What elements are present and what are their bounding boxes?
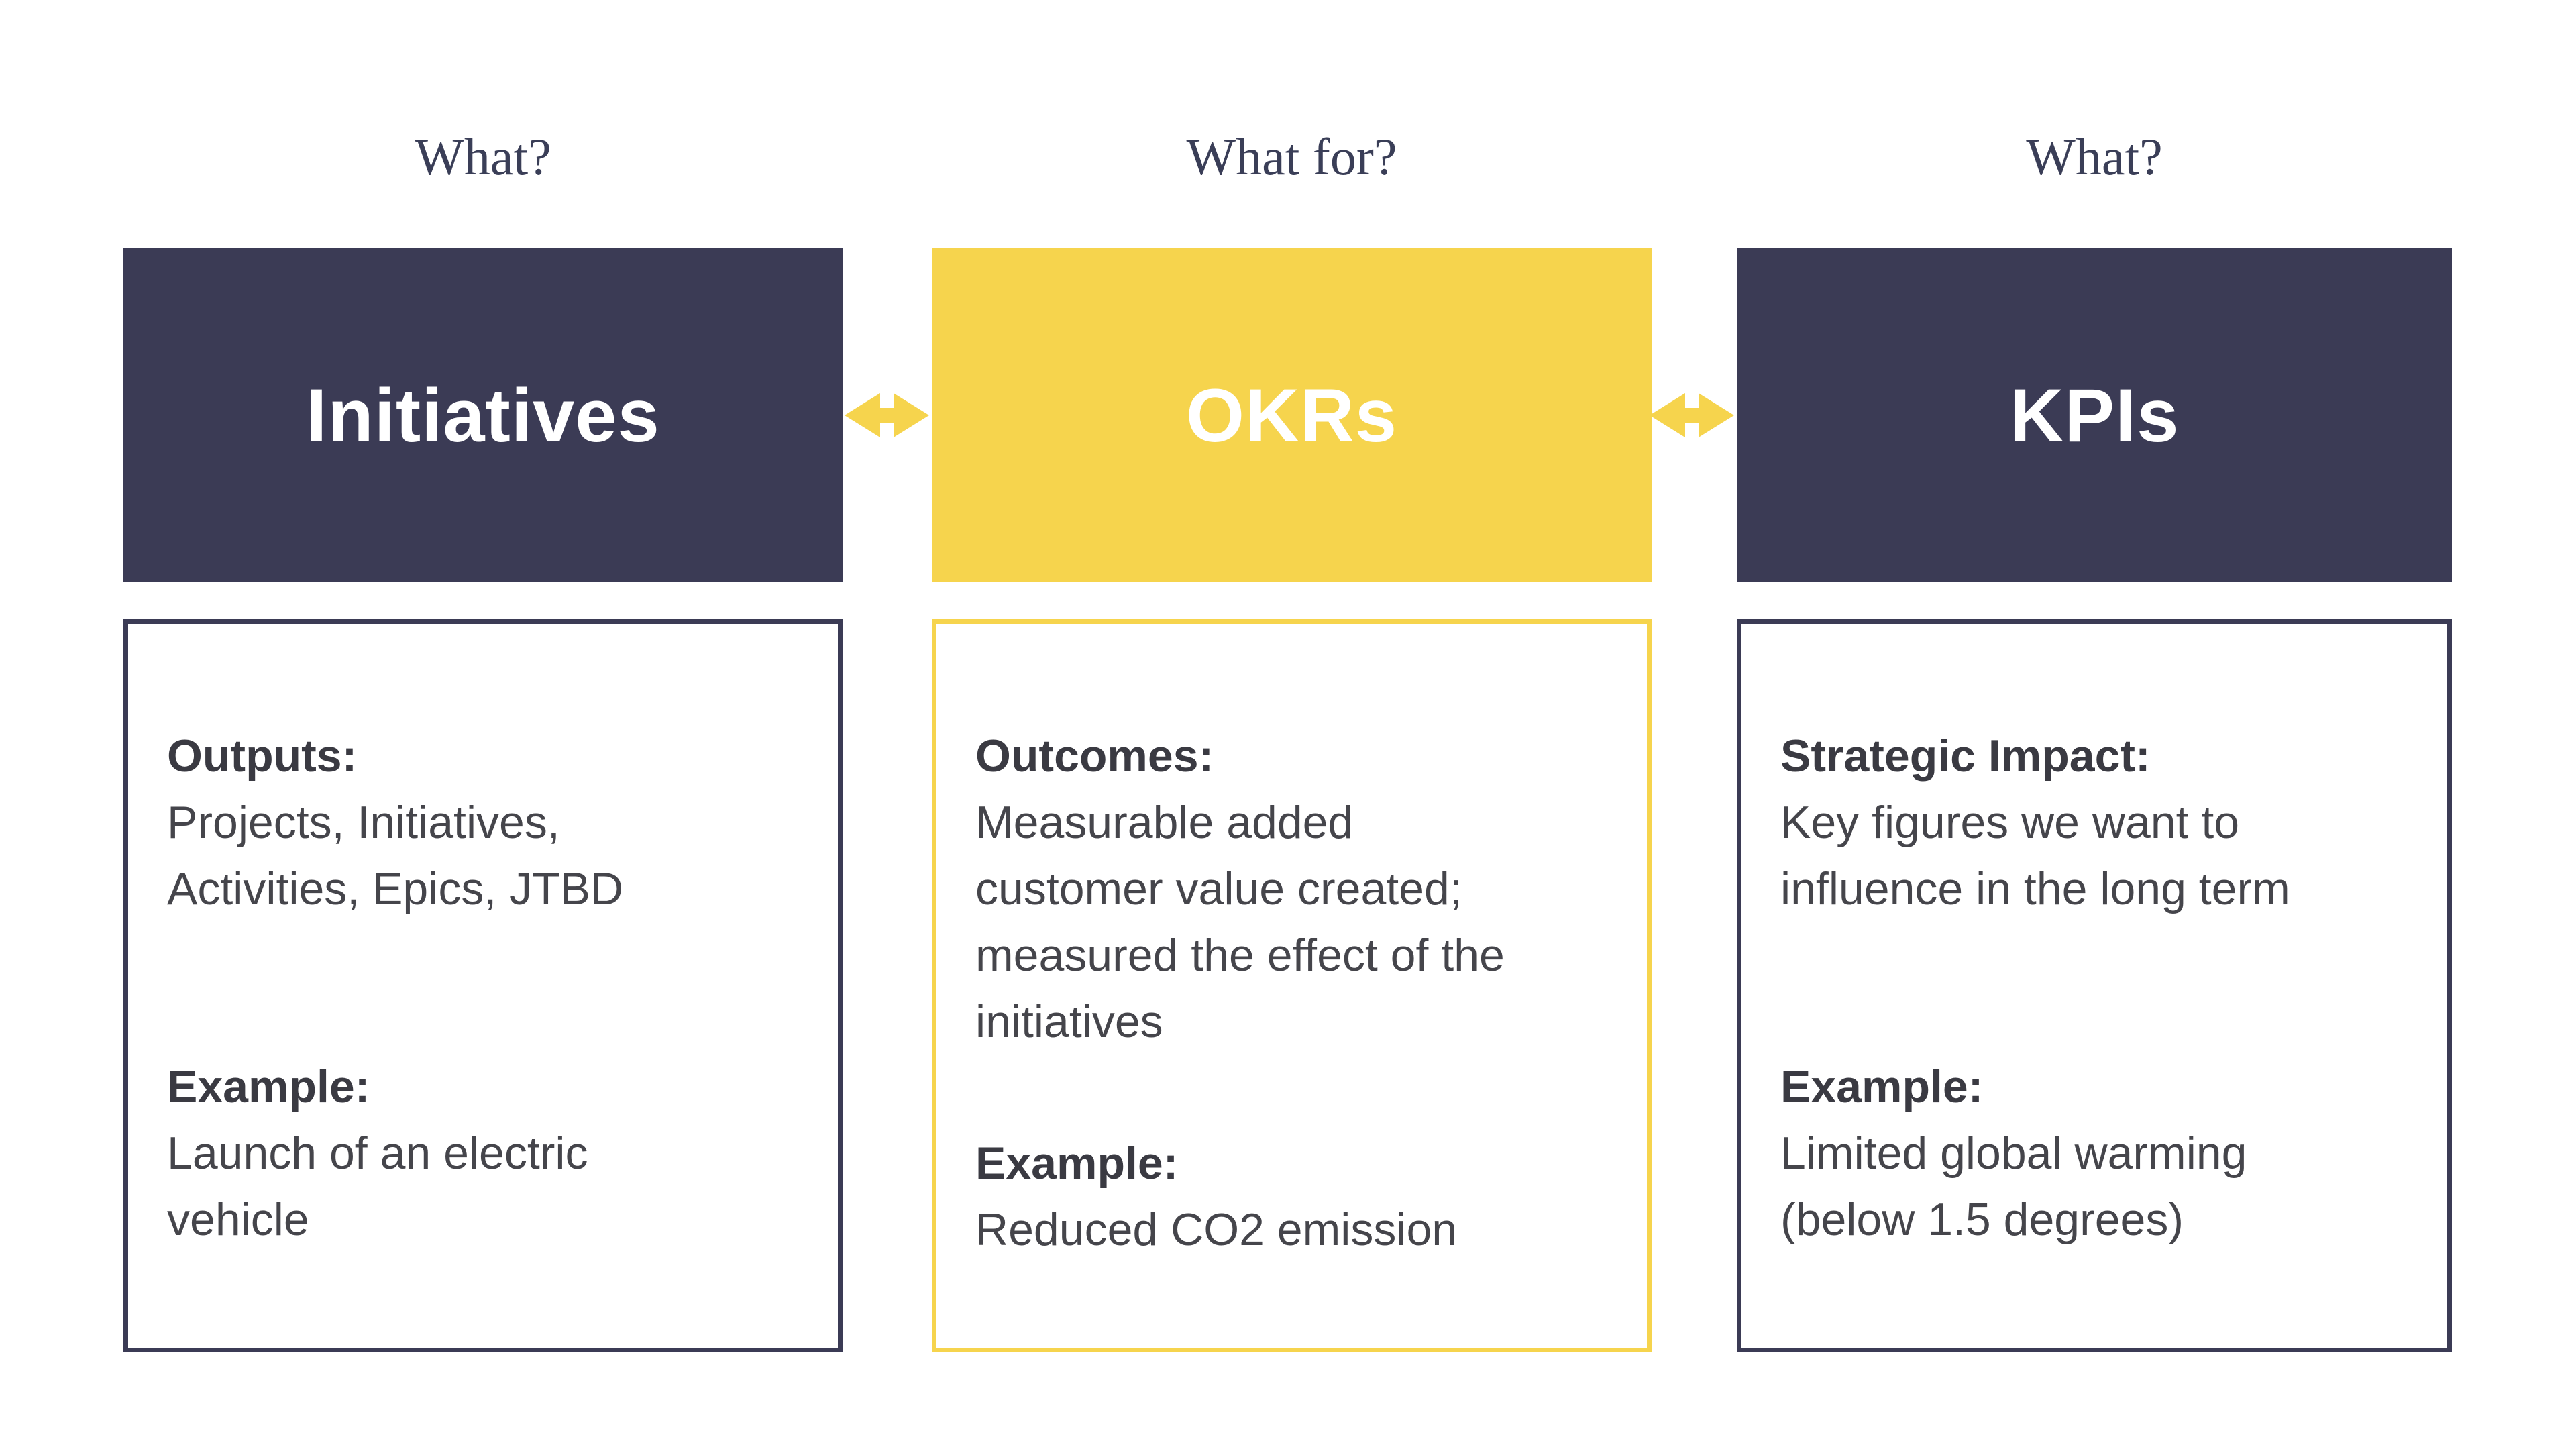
double-arrow-icon [845,392,929,438]
okrs-example-block: Example: Reduced CO2 emission [975,1130,1613,1263]
question-label-okrs: What for? [1186,127,1397,186]
outcomes-body: Measurable added customer value created;… [975,797,1505,1047]
okrs-example-heading: Example: [975,1138,1179,1189]
detail-box-kpis: Strategic Impact: Key figures we want to… [1737,619,2452,1352]
strategic-impact-block: Strategic Impact: Key figures we want to… [1780,723,2414,922]
question-label-kpis: What? [2026,127,2163,186]
outputs-heading: Outputs: [167,731,358,782]
title-box-initiatives: Initiatives [123,248,843,582]
outcomes-heading: Outcomes: [975,731,1214,782]
title-box-kpis: KPIs [1737,248,2452,582]
question-label-initiatives: What? [415,127,551,186]
strategic-impact-heading: Strategic Impact: [1780,731,2151,782]
okrs-example-body: Reduced CO2 emission [975,1204,1458,1255]
kpis-example-block: Example: Limited global warming (below 1… [1780,1054,2414,1253]
double-arrow-icon [1650,392,1734,438]
outputs-body: Projects, Initiatives, Activities, Epics… [167,797,624,914]
kpis-example-heading: Example: [1780,1061,1984,1112]
title-text-okrs: OKRs [1185,373,1398,458]
title-text-initiatives: Initiatives [306,373,660,458]
outputs-block: Outputs: Projects, Initiatives, Activiti… [167,723,804,922]
title-box-okrs: OKRs [932,248,1652,582]
initiatives-example-block: Example: Launch of an electric vehicle [167,1054,804,1253]
detail-box-okrs: Outcomes: Measurable added customer valu… [932,619,1652,1352]
title-text-kpis: KPIs [2009,373,2180,458]
kpis-example-body: Limited global warming (below 1.5 degree… [1780,1128,2247,1245]
initiatives-example-body: Launch of an electric vehicle [167,1128,588,1245]
strategic-impact-body: Key figures we want to influence in the … [1780,797,2290,914]
outcomes-block: Outcomes: Measurable added customer valu… [975,723,1613,1055]
initiatives-example-heading: Example: [167,1061,370,1112]
detail-box-initiatives: Outputs: Projects, Initiatives, Activiti… [123,619,843,1352]
